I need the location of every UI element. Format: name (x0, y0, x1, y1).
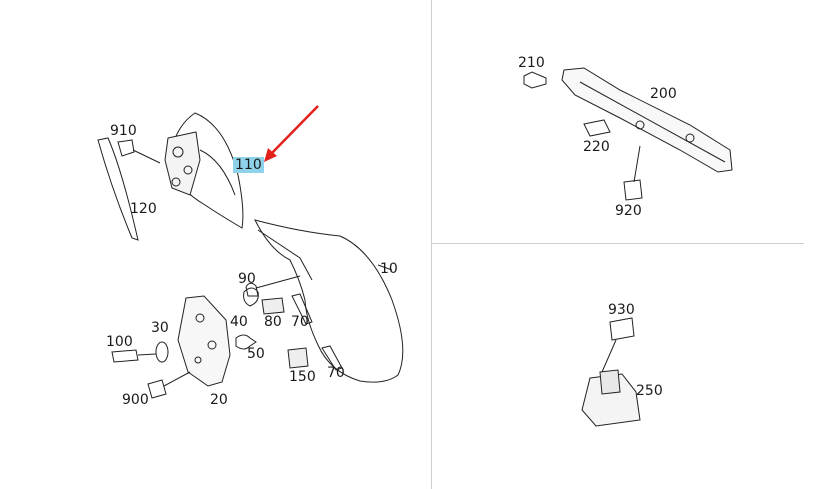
door-panel-shape (254, 219, 404, 383)
part-label-110-highlighted[interactable]: 110 (233, 157, 264, 173)
lamp-housing-shape (177, 295, 231, 387)
part-label-70-upper[interactable]: 70 (291, 314, 309, 330)
bulb-40-shape (243, 287, 259, 307)
block-150-shape (287, 347, 309, 369)
part-label-910[interactable]: 910 (110, 123, 137, 139)
vertical-divider (431, 0, 432, 489)
part-label-220[interactable]: 220 (583, 139, 610, 155)
mirror-motor-shape (164, 131, 201, 196)
clip-930-shape (609, 317, 635, 341)
horizontal-divider (432, 243, 804, 244)
holder-80-shape (261, 297, 285, 315)
part-label-920[interactable]: 920 (615, 203, 642, 219)
washer-30-shape (155, 341, 169, 363)
part-label-120[interactable]: 120 (130, 201, 157, 217)
part-label-40[interactable]: 40 (230, 314, 248, 330)
part-label-930[interactable]: 930 (608, 302, 635, 318)
bulb-50-shape (235, 334, 257, 350)
part-label-900[interactable]: 900 (122, 392, 149, 408)
mirror-glass-shape (97, 137, 139, 241)
part-label-100[interactable]: 100 (106, 334, 133, 350)
switch-250-shape (581, 373, 641, 427)
part-label-80[interactable]: 80 (264, 314, 282, 330)
part-label-30[interactable]: 30 (151, 320, 169, 336)
bolt-100-shape (111, 349, 139, 363)
strip-70a-shape (291, 293, 313, 325)
part-label-90[interactable]: 90 (238, 271, 256, 287)
socket-90-shape (245, 282, 259, 297)
part-label-210[interactable]: 210 (518, 55, 545, 71)
arrow-head-icon (264, 148, 277, 162)
part-label-50[interactable]: 50 (247, 346, 265, 362)
part-label-10[interactable]: 10 (380, 261, 398, 277)
rail-200-shape (561, 67, 733, 173)
part-label-70-lower[interactable]: 70 (327, 365, 345, 381)
clip-910-shape (117, 139, 135, 157)
strip-70b-shape (321, 345, 343, 371)
part-label-20[interactable]: 20 (210, 392, 228, 408)
nut-220-shape (583, 119, 611, 137)
screw-210-shape (523, 71, 547, 89)
part-label-250[interactable]: 250 (636, 383, 663, 399)
part-label-200[interactable]: 200 (650, 86, 677, 102)
clip-900-shape (147, 379, 167, 399)
part-label-150[interactable]: 150 (289, 369, 316, 385)
